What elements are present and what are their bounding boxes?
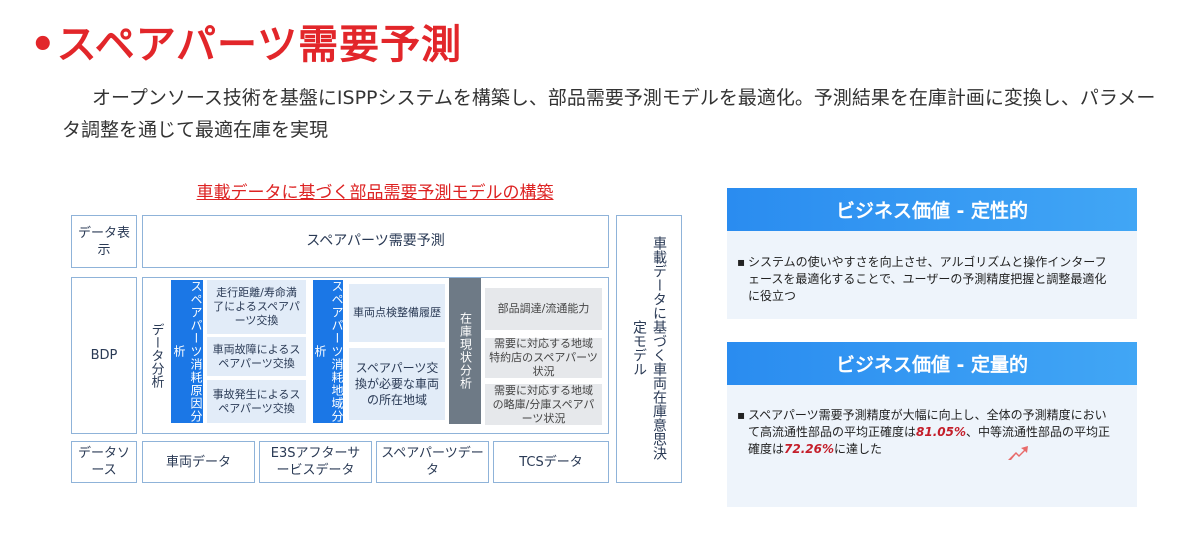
diagram-title: 車載データに基づく部品需要予測モデルの構築 (196, 183, 554, 203)
high-turnover-accuracy: 81.05% (916, 425, 966, 439)
source-box: E3Sアフターサービスデータ (259, 441, 372, 483)
row-label-bdp: BDP (71, 277, 137, 434)
source-box: TCSデータ (493, 441, 609, 483)
region-analysis-label: スペアパーツ消耗地域分析 (313, 280, 344, 423)
bullet-icon: ▪ (737, 255, 746, 269)
cause-item: 事故発生によるスペアパーツ交換 (207, 380, 306, 423)
quantitative-body: スペアパーツ需要予測精度が大幅に向上し、全体の予測精度において高流通性部品の平均… (748, 407, 1116, 458)
inventory-item: 需要に対応する地域の略庫/分庫スペアパーツ状況 (485, 384, 602, 425)
source-box: スペアパーツデータ (376, 441, 489, 483)
intro-text: オープンソース技術を基盤にISPPシステムを構築し、部品需要予測モデルを最適化。… (62, 87, 1156, 141)
trend-up-icon (1008, 446, 1028, 460)
quantitative-text: スペアパーツ需要予測精度が大幅に向上し、全体の予測精度において高流通性部品の平均… (748, 408, 1107, 439)
row-label-display: データ表示 (71, 215, 137, 268)
source-box: 車両データ (142, 441, 255, 483)
region-item: 車両点検整備履歴 (349, 284, 445, 342)
quantitative-header: ビジネス価値 - 定量的 (727, 342, 1137, 385)
cause-analysis-label: スペアパーツ消耗原因分析 (171, 280, 203, 423)
medium-turnover-accuracy: 72.26% (784, 442, 834, 456)
inventory-analysis-label: 在庫現状分析 (449, 278, 481, 424)
inventory-item: 需要に対応する地域特約店のスペアパーツ状況 (485, 337, 602, 378)
decision-model-box (616, 215, 682, 483)
quantitative-text: 、中等流通性部品の平均正確度は (748, 425, 1111, 456)
row-label-source: データソース (71, 441, 137, 483)
bullet-icon: ▪ (737, 408, 746, 422)
forecast-box: スペアパーツ需要予測 (142, 215, 609, 268)
data-analysis-label: データ分析 (148, 322, 164, 388)
inventory-item: 部品調達/流通能力 (485, 288, 602, 330)
qualitative-header: ビジネス価値 - 定性的 (727, 188, 1137, 231)
qualitative-body: システムの使いやすさを向上させ、アルゴリズムと操作インターフェースを最適化するこ… (748, 255, 1107, 303)
cause-item: 走行距離/寿命満了によるスペアパーツ交換 (207, 280, 306, 334)
quantitative-text: に達した (834, 442, 883, 456)
page-title: •スペアパーツ需要予測 (30, 22, 463, 68)
region-item: スペアパーツ交換が必要な車両の所在地域 (349, 348, 445, 420)
decision-model-label: 車載データに基づく車両在庫意思決定モデル (631, 236, 667, 460)
cause-item: 車両故障によるスペアパーツ交換 (207, 337, 306, 376)
